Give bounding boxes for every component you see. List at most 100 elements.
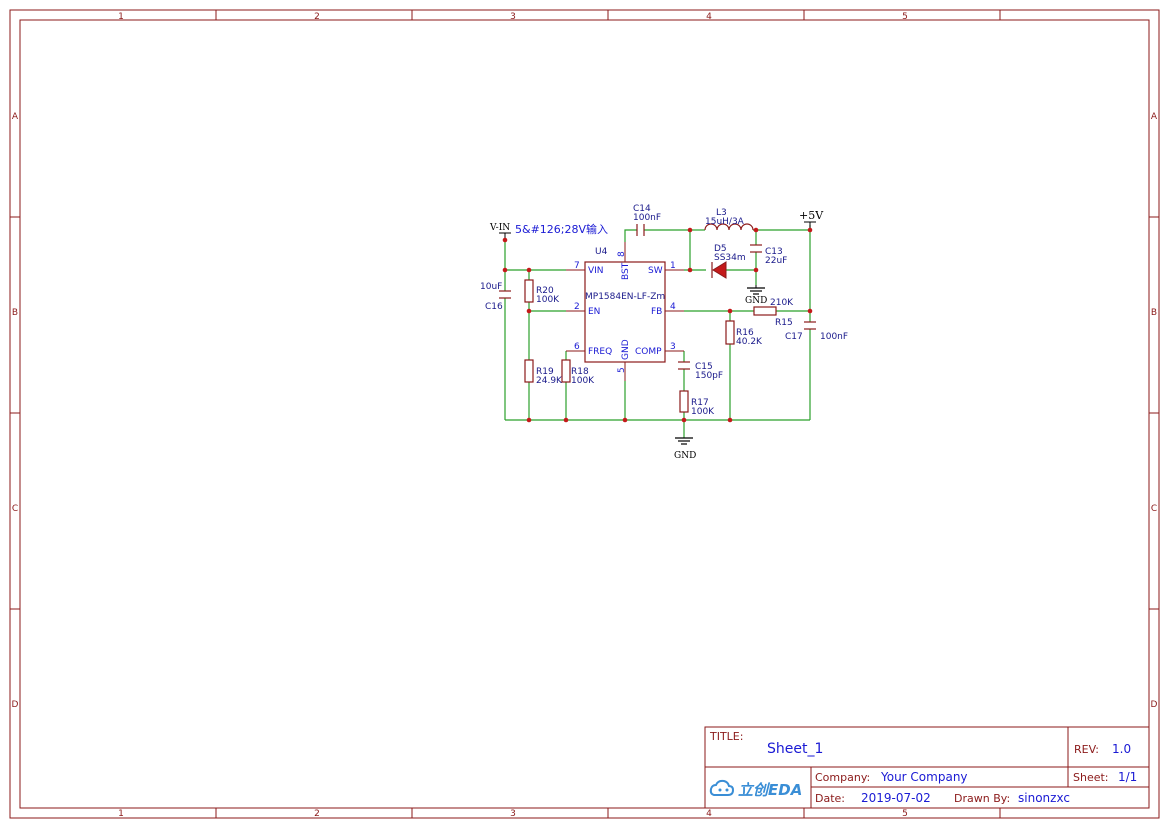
r16-value: 40.2K bbox=[736, 337, 763, 347]
c14-capacitor[interactable]: C14 100nF bbox=[633, 204, 661, 236]
frame-col-4-bottom: 4 bbox=[706, 809, 712, 819]
c17-capacitor[interactable]: C17 100nF bbox=[785, 321, 848, 342]
tb-title-value: Sheet_1 bbox=[767, 741, 823, 757]
frame-row-d-right: D bbox=[1151, 700, 1158, 710]
c16-value: 10uF bbox=[480, 282, 502, 292]
frame-row-b-right: B bbox=[1151, 308, 1157, 318]
frame-col-2-top: 2 bbox=[314, 12, 320, 22]
d5-ref: D5 bbox=[714, 244, 727, 254]
u4-pin-fb-name: FB bbox=[651, 307, 662, 317]
u4-pin-3-num: 3 bbox=[670, 342, 676, 352]
frame-col-5-top: 5 bbox=[902, 12, 908, 22]
r18-value: 100K bbox=[571, 376, 595, 386]
frame-col-3-top: 3 bbox=[510, 12, 516, 22]
plus5v-net-flag[interactable]: +5V bbox=[799, 209, 824, 230]
c15-value: 150pF bbox=[695, 371, 723, 381]
u4-pin-4-num: 4 bbox=[670, 302, 676, 312]
c13-ref: C13 bbox=[765, 247, 783, 257]
u4-pin-freq-name: FREQ bbox=[588, 347, 612, 357]
u4-pin-sw-name: SW bbox=[648, 266, 663, 276]
frame-row-b-left: B bbox=[12, 308, 18, 318]
l3-value: 15uH/3A bbox=[705, 217, 745, 227]
r18-ref: R18 bbox=[571, 367, 589, 377]
wires bbox=[504, 225, 811, 438]
r20-ref: R20 bbox=[536, 286, 554, 296]
c14-ref: C14 bbox=[633, 204, 651, 214]
gnd-top-label: GND bbox=[745, 296, 767, 306]
u4-pin-6-num: 6 bbox=[574, 342, 580, 352]
c13-capacitor[interactable]: C13 22uF bbox=[750, 244, 787, 266]
d5-value: SS34m bbox=[714, 253, 746, 263]
tb-rev-value: 1.0 bbox=[1112, 742, 1131, 756]
r17-value: 100K bbox=[691, 407, 715, 417]
r18-resistor[interactable]: R18 100K bbox=[561, 359, 595, 386]
r16-ref: R16 bbox=[736, 328, 754, 338]
c16-capacitor[interactable]: 10uF C16 bbox=[480, 282, 511, 312]
tb-sheet-value: 1/1 bbox=[1118, 770, 1137, 784]
tb-drawn-label: Drawn By: bbox=[954, 792, 1010, 805]
r19-value: 24.9K bbox=[536, 376, 563, 386]
r16-resistor[interactable]: R16 40.2K bbox=[725, 320, 763, 347]
u4-pin-en-name: EN bbox=[588, 307, 600, 317]
r15-ref: R15 bbox=[775, 318, 793, 328]
r15-value: 210K bbox=[770, 298, 794, 308]
r19-resistor[interactable]: R19 24.9K bbox=[524, 359, 563, 386]
lceda-logo: 立创EDA bbox=[709, 779, 802, 799]
u4-pin-gnd-name: GND bbox=[621, 339, 631, 360]
c15-ref: C15 bbox=[695, 362, 713, 372]
tb-rev-label: REV: bbox=[1074, 743, 1099, 756]
r15-resistor[interactable]: 210K R15 bbox=[753, 298, 794, 328]
frame-col-3-bottom: 3 bbox=[510, 809, 516, 819]
c15-capacitor[interactable]: C15 150pF bbox=[678, 361, 723, 381]
u4-pin-7-num: 7 bbox=[574, 261, 580, 271]
u4-pin-comp-name: COMP bbox=[635, 347, 662, 357]
r20-value: 100K bbox=[536, 295, 560, 305]
gnd-symbol-bottom[interactable]: GND bbox=[674, 437, 696, 461]
frame-row-c-right: C bbox=[1151, 504, 1157, 514]
frame-col-5-bottom: 5 bbox=[902, 809, 908, 819]
tb-drawn-value: sinonzxc bbox=[1018, 791, 1070, 805]
r17-resistor[interactable]: R17 100K bbox=[679, 390, 715, 417]
gnd-symbol-top[interactable]: GND bbox=[745, 285, 767, 306]
tb-sheet-label: Sheet: bbox=[1073, 771, 1109, 784]
tb-title-label: TITLE: bbox=[709, 730, 743, 743]
r17-ref: R17 bbox=[691, 398, 709, 408]
frame-row-c-left: C bbox=[12, 504, 18, 514]
r20-resistor[interactable]: R20 100K bbox=[524, 279, 560, 305]
frame-col-1-top: 1 bbox=[118, 12, 124, 22]
frame-row-a-right: A bbox=[1151, 112, 1158, 122]
u4-pin-2-num: 2 bbox=[574, 302, 580, 312]
u4-pin-5-num: 5 bbox=[617, 367, 627, 373]
u4-pin-1-num: 1 bbox=[670, 261, 676, 271]
plus5v-label: +5V bbox=[799, 209, 824, 222]
tb-date-value: 2019-07-02 bbox=[861, 791, 931, 805]
l3-ref: L3 bbox=[716, 208, 727, 218]
u4-ic[interactable]: U4 MP1584EN-LF-Zm 7 VIN 2 EN 6 FREQ 1 SW… bbox=[566, 242, 684, 381]
vin-note: 5&#126;28V输入 bbox=[515, 222, 608, 236]
c17-ref: C17 bbox=[785, 332, 803, 342]
frame-col-4-top: 4 bbox=[706, 12, 712, 22]
frame-row-a-left: A bbox=[12, 112, 19, 122]
u4-ref: U4 bbox=[595, 247, 608, 257]
frame-row-d-left: D bbox=[12, 700, 19, 710]
u4-part-number: MP1584EN-LF-Zm bbox=[585, 292, 665, 302]
gnd-bottom-label: GND bbox=[674, 451, 696, 461]
c16-ref: C16 bbox=[485, 302, 503, 312]
frame-col-2-bottom: 2 bbox=[314, 809, 320, 819]
r19-ref: R19 bbox=[536, 367, 554, 377]
c13-value: 22uF bbox=[765, 256, 787, 266]
vin-label: V-IN bbox=[489, 223, 510, 233]
tb-company-label: Company: bbox=[815, 771, 870, 784]
l3-inductor[interactable]: L3 15uH/3A bbox=[704, 208, 754, 231]
tb-company-value: Your Company bbox=[880, 770, 968, 784]
c17-value: 100nF bbox=[820, 332, 848, 342]
vin-net-flag[interactable]: V-IN 5&#126;28V输入 bbox=[489, 222, 608, 240]
d5-diode[interactable]: D5 SS34m bbox=[711, 244, 746, 279]
drawing-frame: 1 2 3 4 5 1 2 3 4 5 A B C D A B C D bbox=[9, 9, 1160, 819]
junctions bbox=[502, 227, 813, 423]
u4-pin-8-num: 8 bbox=[617, 251, 627, 257]
c14-value: 100nF bbox=[633, 213, 661, 223]
tb-date-label: Date: bbox=[815, 792, 845, 805]
logo-text: 立创EDA bbox=[738, 781, 802, 799]
